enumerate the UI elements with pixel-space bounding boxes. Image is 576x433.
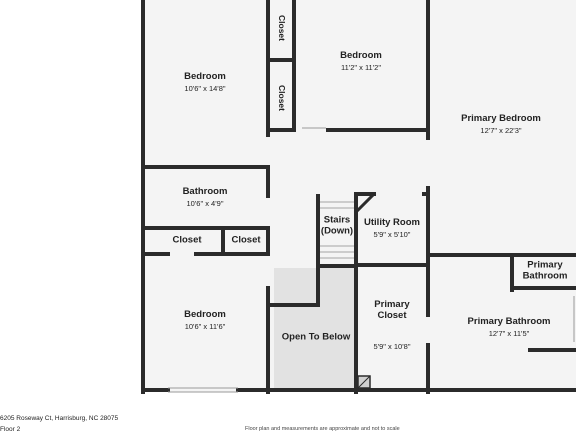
room-dimensions: 12'7" x 22'3" xyxy=(480,126,522,136)
room-name: Primary Bedroom xyxy=(461,113,541,125)
property-address: 6205 Roseway Ct, Harrisburg, NC 28075 xyxy=(0,415,119,422)
room-name: Stairs (Down) xyxy=(320,215,354,237)
room-bedroom-3: Bedroom 10'6" x 11'6" xyxy=(184,309,226,332)
room-closet-1: Closet xyxy=(276,15,287,41)
room-dimensions: 10'6" x 4'9" xyxy=(186,199,224,209)
stair-treads xyxy=(320,201,354,259)
wall xyxy=(353,191,377,215)
open-to-below-area xyxy=(274,268,356,390)
room-name: Bedroom xyxy=(184,309,226,321)
room-closet-4: Closet xyxy=(231,234,261,247)
hatch-line xyxy=(357,375,371,389)
walls xyxy=(141,0,576,394)
room-name: Primary Closet xyxy=(374,299,410,322)
room-open-to-below: Open To Below xyxy=(281,331,351,344)
room-name: Primary Bathroom xyxy=(522,260,568,282)
room-dimensions: 5'9" x 5'10" xyxy=(373,230,411,240)
room-name: Bedroom xyxy=(184,71,226,83)
room-bedroom-1: Bedroom 10'6" x 14'8" xyxy=(184,71,226,94)
room-dimensions: 10'6" x 11'6" xyxy=(184,322,226,332)
room-primary-bathroom-small: Primary Bathroom xyxy=(523,243,568,302)
room-name: Bedroom xyxy=(340,50,382,62)
room-name: Utility Room xyxy=(364,217,420,229)
room-name: Closet xyxy=(172,234,202,246)
room-primary-closet: Primary Closet 5'9" x 10'8" xyxy=(374,282,411,370)
room-closet-3: Closet xyxy=(172,234,202,247)
room-name: Open To Below xyxy=(281,331,351,343)
room-dimensions: 10'6" x 14'8" xyxy=(184,84,226,94)
room-bathroom: Bathroom 10'6" x 4'9" xyxy=(182,186,228,209)
room-dimensions: 5'9" x 10'8" xyxy=(373,341,411,351)
room-utility: Utility Room 5'9" x 5'10" xyxy=(364,217,420,240)
room-name: Primary Bathroom xyxy=(467,316,551,328)
room-primary-bathroom: Primary Bathroom 12'7" x 11'5" xyxy=(467,316,551,339)
room-primary-bedroom: Primary Bedroom 12'7" x 22'3" xyxy=(461,113,541,136)
room-name: Closet xyxy=(231,234,261,246)
room-name: Closet xyxy=(276,85,287,111)
room-name: Closet xyxy=(276,15,287,41)
room-bedroom-2: Bedroom 11'2" x 11'2" xyxy=(340,50,382,73)
windows xyxy=(168,127,575,393)
room-name: Bathroom xyxy=(182,186,228,198)
room-stairs: Stairs (Down) xyxy=(321,198,353,257)
room-dimensions: 12'7" x 11'5" xyxy=(488,329,530,339)
room-closet-2: Closet xyxy=(276,85,287,111)
room-dimensions: 11'2" x 11'2" xyxy=(340,63,382,73)
floor-label: Floor 2 xyxy=(0,426,21,433)
disclaimer-note: Floor plan and measurements are approxim… xyxy=(245,426,400,432)
